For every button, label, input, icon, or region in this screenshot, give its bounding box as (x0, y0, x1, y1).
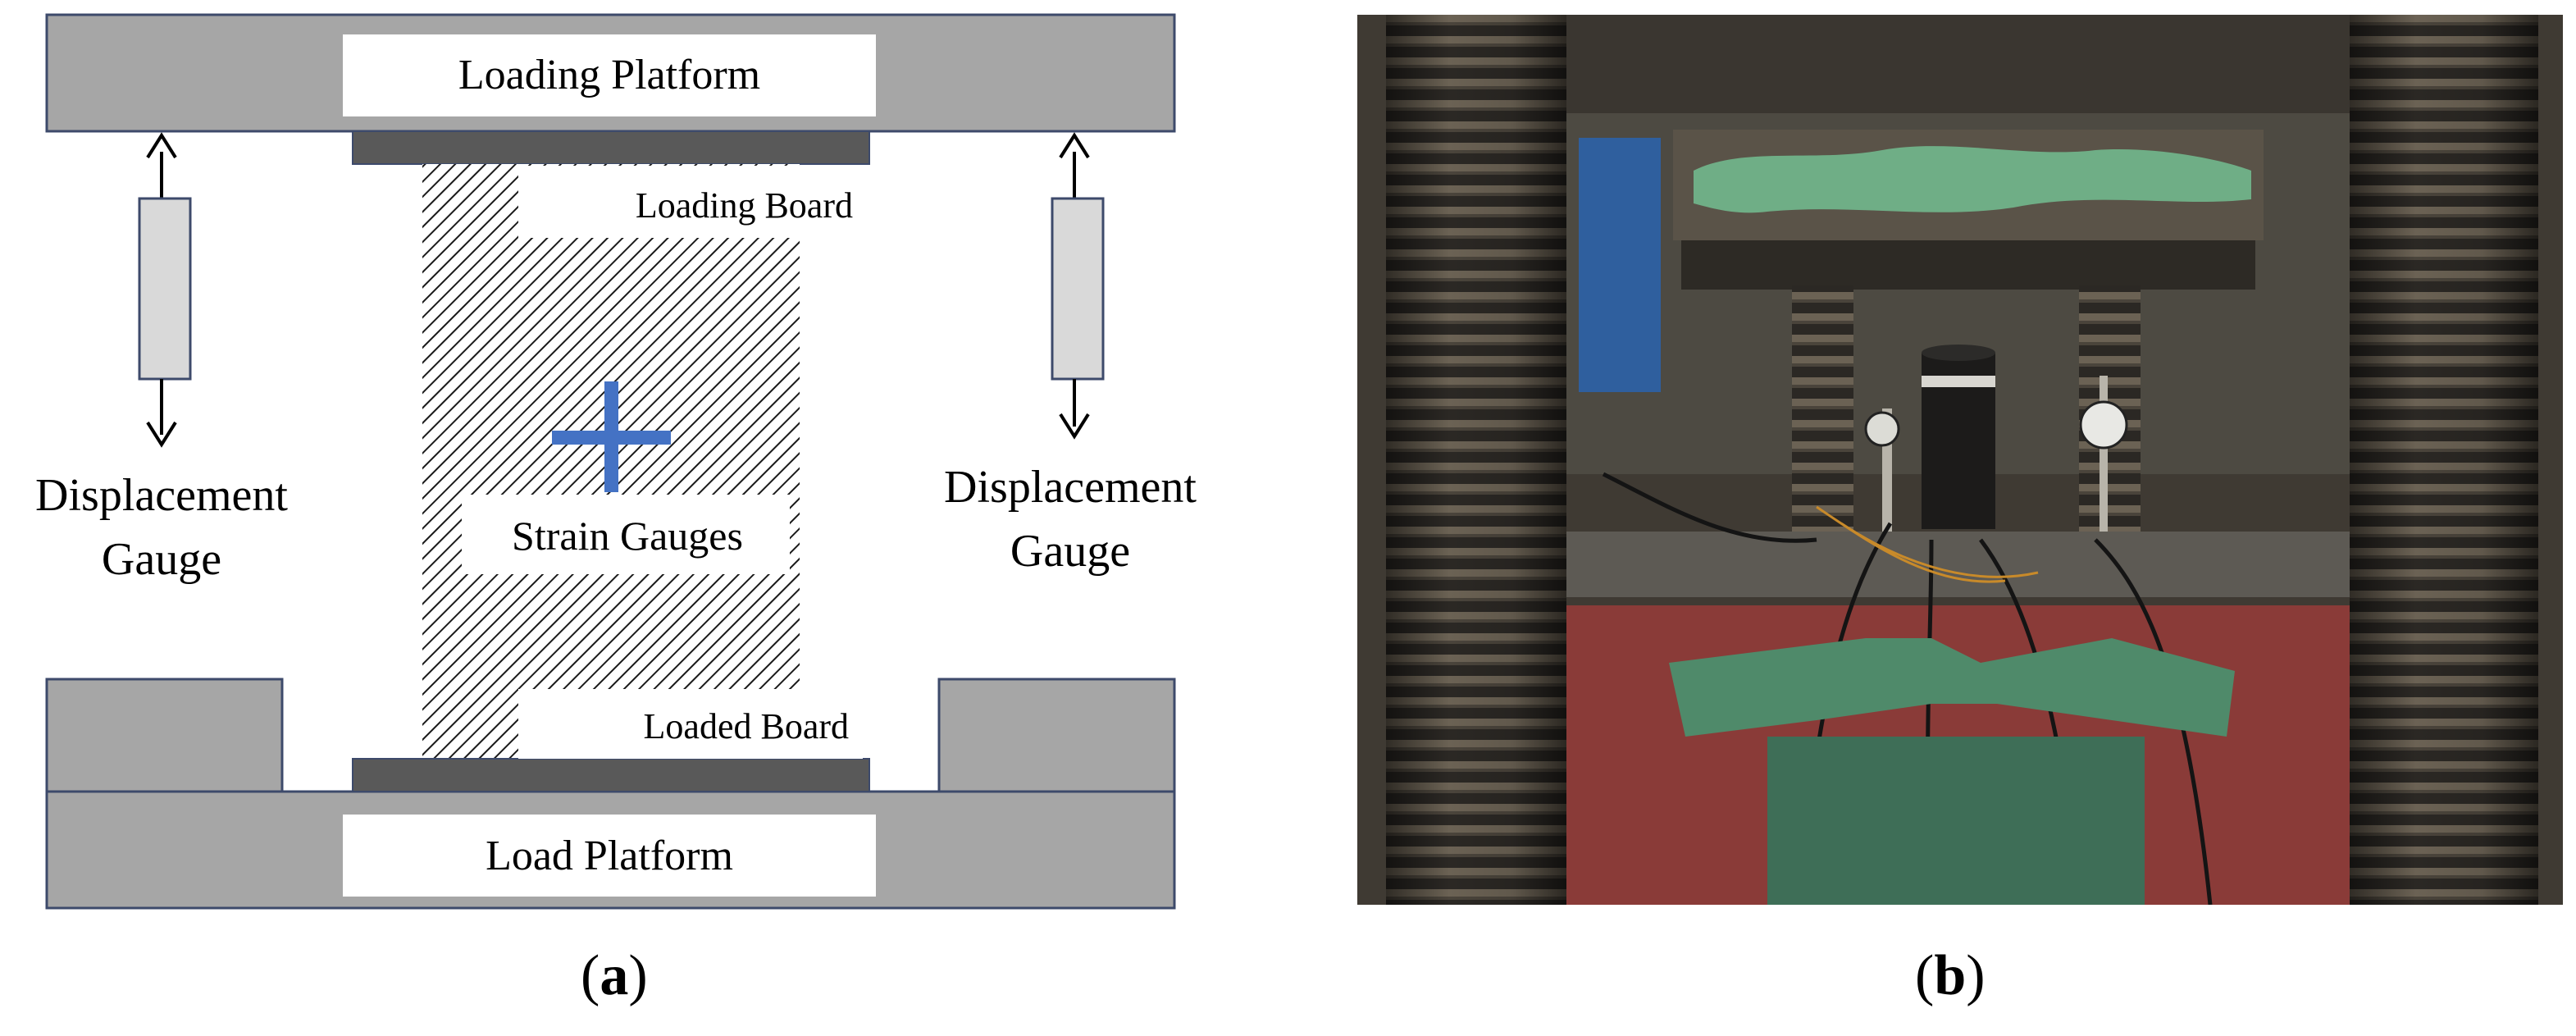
loaded-board-label: Loaded Board (644, 706, 849, 746)
loading-board (352, 130, 870, 165)
left-displacement-gauge (138, 132, 192, 448)
caption-b-close: ) (1966, 944, 1986, 1007)
left-base-block (45, 678, 284, 793)
caption-b-open: ( (1915, 944, 1935, 1007)
right-gauge-up-arrow (1059, 132, 1090, 159)
left-gauge-label-line2: Gauge (102, 534, 221, 585)
caption-a-close: ) (628, 944, 648, 1007)
loading-platform-label: Loading Platform (458, 52, 760, 98)
blue-panel (1579, 138, 1661, 392)
loading-board-label-box (518, 166, 863, 238)
upper-plate-paint (1694, 146, 2251, 213)
test-machine-photo (1357, 15, 2563, 905)
right-gauge-label-line2: Gauge (1010, 526, 1130, 577)
left-gauge-down-arrow (146, 421, 177, 448)
right-base-block (937, 678, 1176, 793)
left-gauge-label-line1: Displacement (35, 470, 288, 521)
left-gauge-up-arrow (146, 132, 177, 159)
left-screw-shade (1386, 15, 1566, 905)
strain-gauges-label: Strain Gauges (512, 513, 743, 559)
caption-b: (b) (1915, 943, 1986, 1009)
inner-column-left (1792, 285, 1853, 532)
colored-wires (1816, 505, 2039, 583)
right-gauge-down-arrow (1059, 413, 1090, 440)
green-base (1767, 737, 2145, 905)
lower-plate (1681, 240, 2255, 290)
loading-platform-label-box (343, 34, 876, 116)
dial-gauge-stand-right (2100, 376, 2108, 532)
strain-gauges-label-box (462, 495, 790, 574)
load-platform-label-box (343, 815, 876, 897)
loading-board-label: Loading Board (636, 185, 853, 226)
green-lever (1669, 638, 2235, 737)
caption-a-open: ( (581, 944, 600, 1007)
right-screw-shade (2350, 15, 2538, 905)
test-table (1530, 532, 2399, 597)
loaded-board-label-box (518, 689, 863, 759)
right-gauge-body (1051, 197, 1105, 381)
dial-gauge-left (1864, 411, 1900, 447)
right-gauge-label-line1: Displacement (944, 462, 1197, 513)
load-platform-label: Load Platform (486, 833, 733, 879)
caption-a-letter: a (600, 944, 629, 1007)
specimen-top-band (1922, 376, 1995, 387)
dial-gauge-right (2079, 400, 2128, 450)
right-displacement-gauge (1051, 132, 1105, 440)
left-gauge-body (138, 197, 192, 381)
test-setup-diagram: Loading Platform Loading Board Strain Ga… (35, 13, 1197, 910)
caption-a: (a) (581, 943, 648, 1009)
crosshead (1538, 15, 2399, 113)
specimen-top (1922, 345, 1995, 361)
caption-b-letter: b (1934, 944, 1967, 1007)
loaded-board (352, 758, 870, 792)
strain-gauge-horizontal (552, 431, 671, 445)
